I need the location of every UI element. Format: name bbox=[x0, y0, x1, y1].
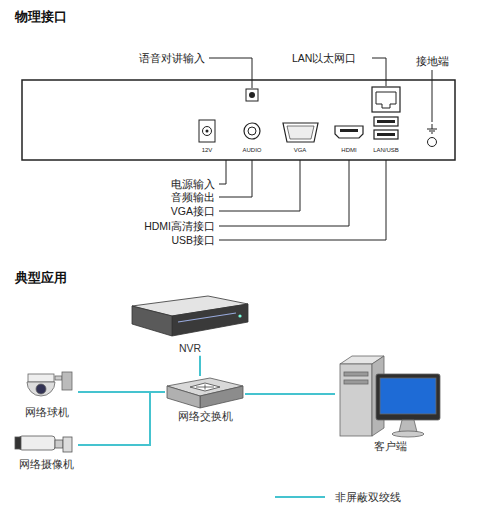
device-node: 网络交换机 bbox=[165, 376, 245, 424]
section-title: 物理接口 bbox=[15, 9, 67, 25]
legend-text: 非屏蔽双绞线 bbox=[335, 491, 401, 504]
twisted-pair-cable bbox=[245, 393, 335, 395]
nvr-icon bbox=[132, 296, 248, 336]
panel-marking: VGA bbox=[294, 147, 307, 154]
power-jack bbox=[199, 120, 215, 142]
hdmi-port bbox=[335, 126, 363, 138]
device-node: 客户端 bbox=[335, 350, 445, 454]
device-label: 网络交换机 bbox=[165, 410, 245, 424]
port-label: 音频输出 bbox=[171, 191, 215, 204]
ground-terminal bbox=[427, 124, 437, 147]
device-node: 网络球机 bbox=[16, 370, 78, 420]
device-label: NVR bbox=[130, 342, 250, 356]
bullet-camera-icon bbox=[15, 436, 72, 452]
twisted-pair-cable bbox=[78, 392, 165, 445]
port-label: VGA接口 bbox=[171, 205, 215, 218]
dome-camera-icon bbox=[27, 372, 72, 396]
device-label: 网络球机 bbox=[16, 406, 78, 420]
switch-icon bbox=[167, 378, 243, 408]
leader-lines bbox=[209, 58, 432, 240]
port-label: LAN以太网口 bbox=[292, 52, 356, 65]
panel-marking: 12V bbox=[202, 147, 213, 154]
vga-port bbox=[283, 123, 318, 142]
usb-port bbox=[374, 117, 398, 139]
client-icon bbox=[340, 356, 440, 437]
port-label: 语音对讲输入 bbox=[139, 52, 205, 65]
port-label: 电源输入 bbox=[171, 178, 215, 191]
section-title: 典型应用 bbox=[15, 270, 67, 286]
port-label: 接地端 bbox=[416, 55, 449, 68]
panel-marking: LAN/USB bbox=[373, 147, 399, 154]
legend-sample bbox=[275, 496, 325, 498]
intercom-jack bbox=[246, 89, 258, 101]
device-label: 客户端 bbox=[335, 440, 445, 454]
device-label: 网络摄像机 bbox=[14, 458, 78, 472]
rear-panel bbox=[22, 80, 455, 160]
panel-marking: AUDIO bbox=[242, 147, 261, 154]
lan-port bbox=[372, 87, 400, 112]
audio-jack bbox=[244, 123, 260, 139]
device-node: NVR bbox=[130, 292, 250, 356]
device-node: 网络摄像机 bbox=[14, 432, 78, 472]
panel-marking: HDMI bbox=[341, 147, 356, 154]
twisted-pair-cable bbox=[199, 356, 201, 376]
port-label: HDMI高清接口 bbox=[144, 220, 215, 233]
port-label: USB接口 bbox=[171, 234, 215, 247]
